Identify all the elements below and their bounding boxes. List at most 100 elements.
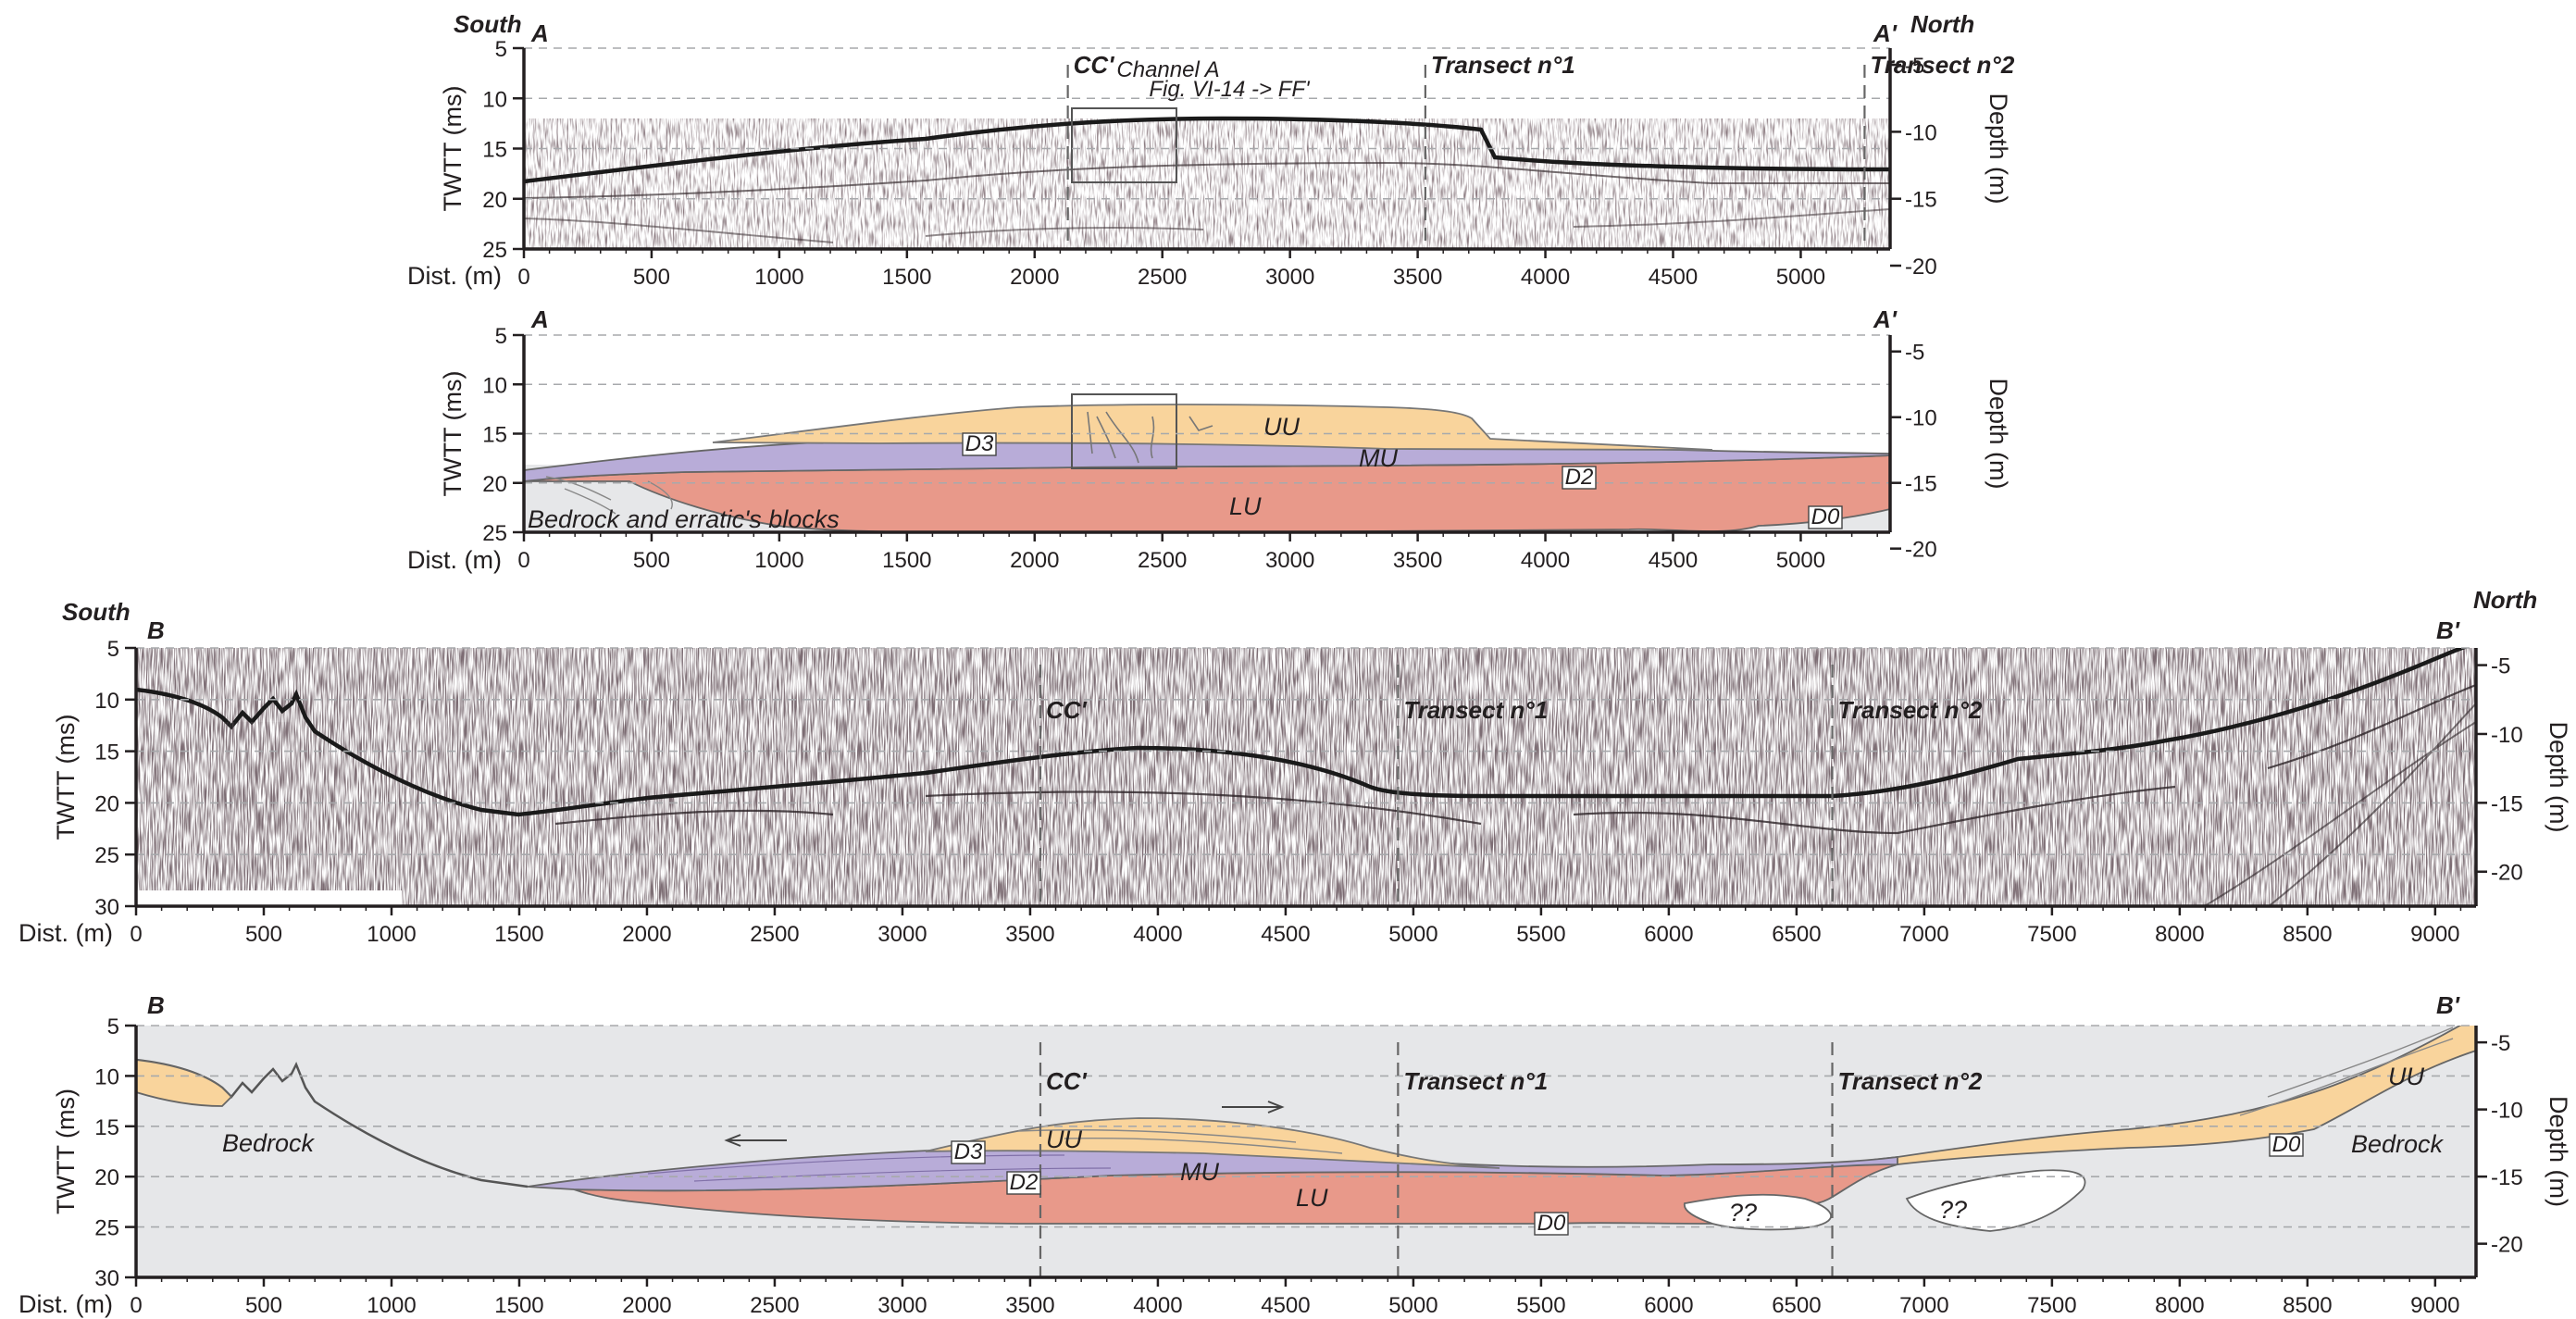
label-d0-a-box [1808, 505, 1843, 529]
label-bedrock-right-b: Bedrock [2351, 1130, 2445, 1158]
x-tick-label: 0 [130, 922, 142, 947]
x-tick-label: 8000 [2155, 922, 2204, 947]
x-tick-label: 4500 [1649, 548, 1698, 573]
panel-b-interp-fill [136, 1026, 2476, 1277]
label-mu-a: MU [1359, 444, 1398, 472]
corner-a-prime-interp: A' [1873, 305, 1898, 333]
y-tick-label: 10 [482, 87, 507, 112]
label-d3-b: D3 [954, 1139, 983, 1164]
seafloor-reflector-a [524, 116, 1890, 184]
y-tick-label: 20 [482, 188, 507, 213]
label-d3-b-box [951, 1140, 986, 1164]
label-bedrock-left-b: Bedrock [222, 1129, 316, 1157]
y-tick-label: 20 [94, 1165, 119, 1190]
transect-label: Transect n°2 [1838, 1067, 1983, 1095]
y-tick-label: 5 [107, 637, 119, 662]
y-tick-label: 15 [94, 1115, 119, 1140]
y-axis-title: TWTT (ms) [439, 371, 467, 497]
dir-south-a: South [454, 10, 522, 38]
transect-label: CC' [1046, 696, 1088, 724]
x-tick-label: 7500 [2027, 1293, 2076, 1318]
depth-axis-title: Depth (m) [2545, 721, 2572, 832]
channel-box-interp-a [1071, 393, 1177, 469]
x-tick-label: 3000 [1265, 265, 1314, 290]
y-tick-label: 30 [94, 1266, 119, 1291]
x-tick-label: 3000 [877, 1293, 927, 1318]
x-tick-label: 2500 [750, 1293, 799, 1318]
depth-tick-label: -20 [2491, 1233, 2523, 1258]
transect-label: CC' [1046, 1067, 1088, 1095]
y-tick-label: 5 [107, 1014, 119, 1039]
x-tick-label: 8000 [2155, 1293, 2204, 1318]
x-tick-label: 2500 [750, 922, 799, 947]
corner-b: B [147, 616, 165, 644]
unit-mu-b [527, 1145, 1898, 1192]
depth-tick-label: -10 [2491, 1099, 2523, 1124]
x-tick-label: 8500 [2283, 922, 2332, 947]
depth-tick-label: -15 [1905, 472, 1937, 497]
label-d0-b: D0 [1537, 1211, 1566, 1236]
label-d3-a: D3 [965, 431, 994, 456]
depth-tick-label: -10 [2491, 723, 2523, 748]
x-tick-label: 7500 [2027, 922, 2076, 947]
depth-tick-label: -5 [2491, 1031, 2510, 1056]
x-tick-label: 0 [130, 1293, 142, 1318]
y-tick-label: 5 [495, 324, 507, 349]
x-tick-label: 4000 [1133, 922, 1182, 947]
x-tick-label: 500 [245, 922, 282, 947]
x-tick-label: 3500 [1005, 1293, 1054, 1318]
x-tick-label: 5500 [1516, 1293, 1565, 1318]
label-d2-a-box [1562, 466, 1597, 490]
x-tick-label: 7000 [1899, 1293, 1948, 1318]
x-tick-label: 4000 [1521, 265, 1570, 290]
x-tick-label: 500 [633, 265, 670, 290]
unit-uu-a [712, 404, 1713, 451]
depth-axis-title: Depth (m) [1985, 378, 2012, 489]
x-tick-label: 5000 [1388, 1293, 1437, 1318]
x-tick-label: 3000 [1265, 548, 1314, 573]
label-unknown2-b: ?? [1939, 1196, 1967, 1224]
x-tick-label: 6000 [1644, 1293, 1693, 1318]
x-tick-label: 2000 [1010, 265, 1059, 290]
depth-tick-label: -20 [1905, 255, 1937, 280]
label-d2-a: D2 [1565, 465, 1594, 490]
x-tick-label: 6500 [1772, 922, 1821, 947]
unit-uu-left-b [136, 1059, 233, 1107]
label-d0b-b-box [2269, 1133, 2304, 1157]
x-tick-label: 1500 [882, 265, 931, 290]
x-axis-title: Dist. (m) [19, 919, 113, 947]
corner-a-interp: A [530, 305, 549, 333]
panel-a-seismic: Channel A Fig. VI-14 -> FF' CC'Transect … [407, 10, 2015, 290]
panel-a-seismic-fill [524, 116, 1890, 249]
x-tick-label: 2000 [1010, 548, 1059, 573]
seafloor-reflector-b [136, 648, 2469, 817]
label-d0b-b: D0 [2272, 1132, 2301, 1157]
x-tick-label: 1500 [494, 1293, 543, 1318]
label-d2-b-box [1006, 1171, 1041, 1195]
y-tick-label: 20 [482, 472, 507, 497]
transect-label: Transect n°2 [1838, 696, 1983, 724]
x-tick-label: 6500 [1772, 1293, 1821, 1318]
label-d2-b: D2 [1010, 1170, 1039, 1195]
dipping-reflectors-b [2202, 703, 2476, 906]
y-tick-label: 25 [482, 238, 507, 263]
depth-tick-label: -20 [1905, 538, 1937, 563]
label-uu-b: UU [1046, 1126, 1082, 1153]
clinoform-lines-b [1017, 1027, 2454, 1154]
bedrock-noise-zone-b [222, 722, 292, 889]
y-axis-title: TWTT (ms) [439, 86, 467, 212]
x-tick-label: 6000 [1644, 922, 1693, 947]
corner-b-interp: B [147, 991, 165, 1019]
x-tick-label: 3500 [1393, 548, 1442, 573]
depth-tick-label: -10 [1905, 406, 1937, 431]
x-tick-label: 4500 [1261, 922, 1310, 947]
y-tick-label: 10 [94, 1064, 119, 1089]
dir-north-b: North [2473, 586, 2537, 614]
channel-a-box [1071, 107, 1177, 183]
